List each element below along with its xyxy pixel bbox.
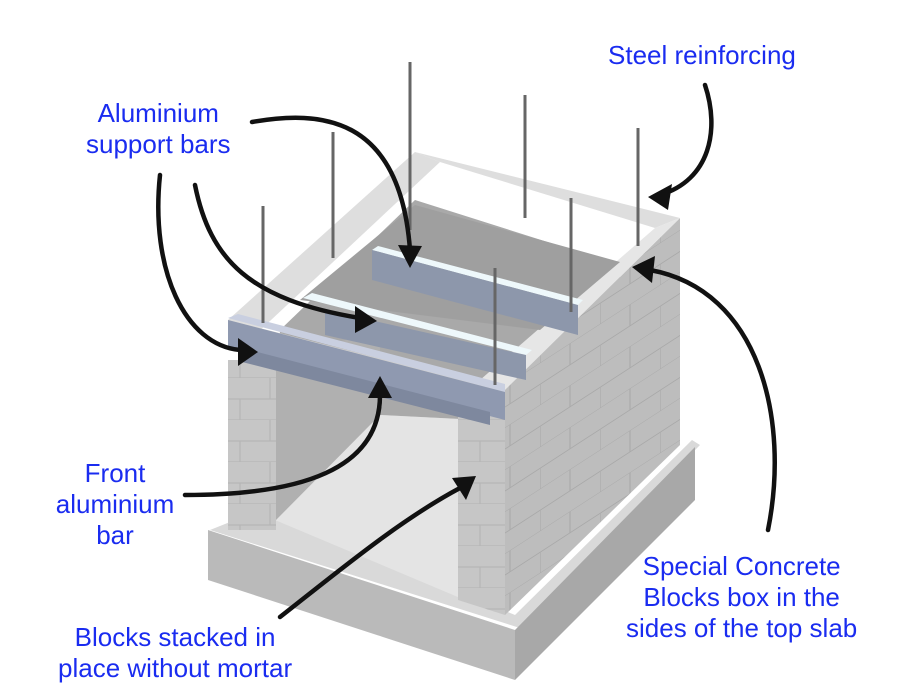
front-bar-face: [228, 320, 505, 420]
label-special-blocks: Special Concrete Blocks box in the sides…: [626, 551, 857, 644]
label-front-aluminium-bar: Front aluminium bar: [50, 458, 180, 551]
arrowhead-icon: [648, 184, 672, 210]
label-line: bar: [96, 520, 134, 550]
label-line: Special Concrete: [642, 551, 841, 581]
label-line: Steel reinforcing: [608, 40, 796, 70]
label-line: Blocks box in the: [643, 582, 840, 612]
label-line: sides of the top slab: [626, 613, 858, 643]
base-slab-front: [208, 530, 515, 680]
label-blocks-stacked: Blocks stacked in place without mortar: [58, 622, 292, 684]
right-wall: [458, 218, 680, 615]
middle-support-bar: [303, 293, 532, 355]
right-pillar-front: [458, 395, 505, 615]
arrowhead-icon: [632, 256, 655, 283]
label-line: support bars: [86, 129, 231, 159]
label-line: Blocks stacked in: [74, 622, 276, 652]
middle-support-bar-side: [325, 310, 526, 380]
arrowhead-icon: [398, 245, 422, 268]
label-line: Front: [84, 458, 146, 488]
arrow-support-bar-middle: [192, 182, 363, 321]
top-rim-back: [415, 152, 680, 228]
back-support-bar-side: [372, 250, 578, 335]
arrow-special-blocks: [647, 267, 777, 533]
arrowhead-icon: [238, 338, 258, 366]
aluminium-support-bars: [303, 246, 583, 380]
steel-reinforcing-rods: [261, 62, 640, 385]
annotation-arrows: [156, 82, 777, 620]
back-support-bar: [372, 246, 583, 305]
label-line: Aluminium: [97, 98, 219, 128]
top-rim-right: [480, 218, 680, 390]
floor-inside: [275, 415, 480, 600]
label-steel-reinforcing: Steel reinforcing: [608, 40, 796, 71]
arrow-blocks-stacked: [277, 485, 463, 620]
arrow-steel-reinforcing: [657, 82, 714, 198]
front-aluminium-bar: [228, 314, 505, 425]
right-side-wall: [505, 218, 680, 615]
base-slab: [208, 415, 700, 680]
left-pillar-front: [228, 360, 276, 530]
arrowhead-icon: [452, 476, 476, 500]
arrowhead-icon: [355, 306, 377, 333]
front-bar-lower: [242, 348, 490, 425]
label-line: aluminium: [55, 489, 175, 519]
label-aluminium-support-bars: Aluminium support bars: [86, 98, 231, 160]
front-bar-top: [228, 314, 505, 392]
arrow-support-bar-back: [249, 115, 413, 253]
arrow-support-bar-front: [156, 172, 243, 353]
arrowhead-icon: [368, 376, 392, 398]
base-slab-side: [515, 447, 695, 680]
label-line: place without mortar: [58, 653, 293, 683]
arrow-front-aluminium-bar: [182, 392, 383, 498]
